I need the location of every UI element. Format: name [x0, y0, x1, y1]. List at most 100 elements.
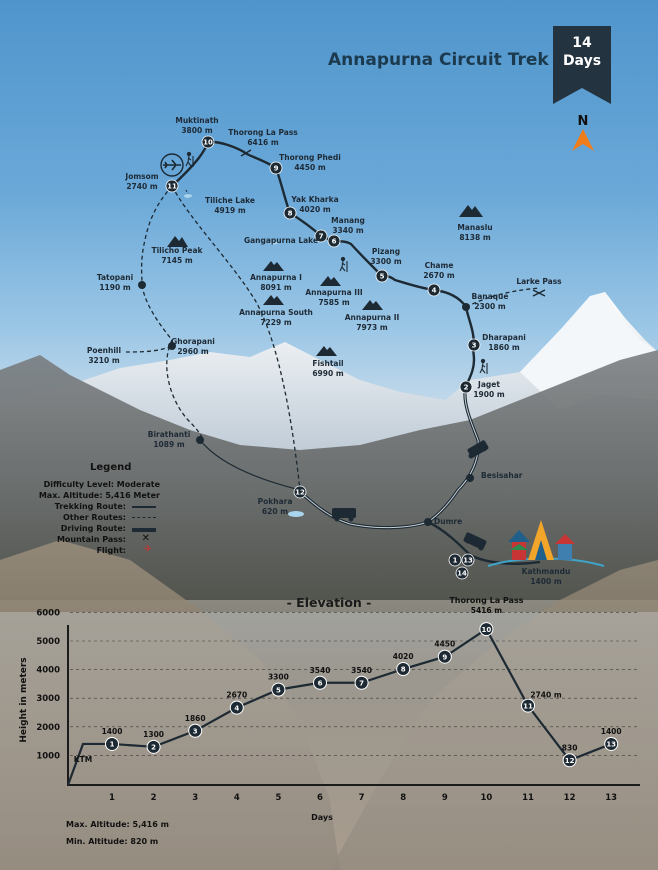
elevation-point-day-6: 6 — [313, 675, 327, 690]
y-axis-label: Height in meters — [19, 657, 29, 742]
legend: Legend Difficulty Level: Moderate Max. A… — [34, 462, 164, 556]
svg-text:8: 8 — [401, 666, 406, 674]
north-label: N — [577, 114, 589, 129]
svg-text:5: 5 — [380, 273, 385, 281]
elevation-value-label: 1400 — [601, 727, 622, 736]
elevation-point-day-11: 11 — [521, 698, 535, 713]
x-tick-label: 8 — [400, 793, 406, 803]
svg-text:7: 7 — [319, 233, 324, 241]
svg-text:6: 6 — [332, 238, 337, 246]
svg-text:7: 7 — [359, 679, 364, 687]
y-tick-label: 1000 — [36, 751, 60, 761]
hiker-icon-muktinath — [185, 151, 194, 167]
x-tick-label: 9 — [442, 793, 448, 803]
legend-trekking-row: Trekking Route: — [34, 501, 156, 512]
svg-text:13: 13 — [463, 557, 473, 565]
elevation-point-day-9: 9 — [437, 649, 452, 664]
jeep-icon-kathmandu — [463, 532, 487, 551]
stop-node-4: 4 — [427, 283, 441, 297]
stop-node-3: 3 — [467, 338, 481, 352]
kathmandu-temple-icon — [487, 520, 605, 567]
elevation-peak-name: Thorong La Pass — [449, 596, 523, 605]
stop-node-5: 5 — [375, 269, 389, 283]
lake-marks — [184, 194, 304, 517]
elevation-value-label: 2740 m — [530, 691, 561, 700]
x-tick-label: 12 — [564, 793, 576, 803]
svg-text:10: 10 — [203, 139, 213, 147]
lake-tilicho — [184, 194, 192, 198]
pass-icon-thorong — [240, 149, 252, 157]
y-tick-label: 5000 — [36, 637, 60, 647]
jeep-icon-pokhara — [332, 508, 356, 522]
svg-text:1: 1 — [453, 557, 458, 565]
elevation-point-day-13: 13 — [604, 736, 619, 751]
elevation-title: - Elevation - — [286, 595, 372, 610]
peak-icon-annapurna3 — [320, 276, 341, 286]
map-title: Annapurna Circuit Trek — [328, 50, 549, 70]
svg-text:1: 1 — [110, 741, 115, 749]
x-tick-label: 4 — [234, 793, 240, 803]
svg-text:11: 11 — [523, 702, 533, 710]
peak-icon-annapurna2 — [362, 300, 383, 310]
flight-icon — [160, 153, 184, 177]
x-tick-label: 6 — [317, 793, 323, 803]
jeep-icon-besisahar — [467, 440, 489, 459]
svg-text:10: 10 — [482, 626, 492, 634]
svg-text:6: 6 — [318, 679, 323, 687]
elevation-point-day-3: 3 — [188, 723, 203, 738]
x-axis-label: Days — [311, 813, 333, 822]
stop-node-9: 9 — [269, 161, 283, 175]
svg-text:2: 2 — [151, 744, 156, 752]
compass: N — [570, 114, 596, 155]
svg-text:12: 12 — [565, 757, 575, 765]
label-larke-pass: Larke Pass — [516, 277, 562, 286]
stop-node-6: 6 — [327, 234, 341, 248]
x-tick-label: 2 — [151, 793, 157, 803]
x-tick-label: 10 — [480, 793, 492, 803]
peak-icon-annapurna-south — [263, 295, 284, 305]
legend-max-altitude: Max. Altitude: 5,416 Meter — [38, 491, 160, 500]
peak-icon-tilicho — [167, 236, 188, 247]
elevation-value-label: 1860 — [185, 714, 206, 723]
stop-node-7: 7 — [314, 229, 328, 243]
svg-text:4: 4 — [234, 704, 239, 712]
elevation-point-day-7: 7 — [354, 675, 369, 690]
days-label: Days — [562, 53, 602, 69]
days-badge-shape — [553, 26, 611, 104]
elevation-value-label: 4450 — [434, 640, 455, 649]
chart-axes — [67, 625, 640, 786]
waypoint-dot — [466, 474, 474, 482]
stop-node-2: 2 — [459, 380, 473, 394]
elevation-value-label: 2670 — [226, 691, 247, 700]
elevation-point-day-2: 2 — [146, 739, 161, 754]
elevation-value-label: 1300 — [143, 730, 164, 739]
hiker-icon-manang — [339, 256, 348, 272]
svg-text:11: 11 — [167, 183, 177, 191]
y-tick-label: 3000 — [36, 694, 60, 704]
elevation-value-label: 4020 — [393, 652, 414, 661]
svg-text:9: 9 — [274, 165, 279, 173]
legend-driving-row: Driving Route: — [34, 523, 156, 534]
vehicle-icons — [332, 440, 489, 551]
lake-gangapurna — [270, 241, 278, 245]
hiker-icons — [185, 151, 488, 374]
svg-text:4: 4 — [432, 287, 437, 295]
